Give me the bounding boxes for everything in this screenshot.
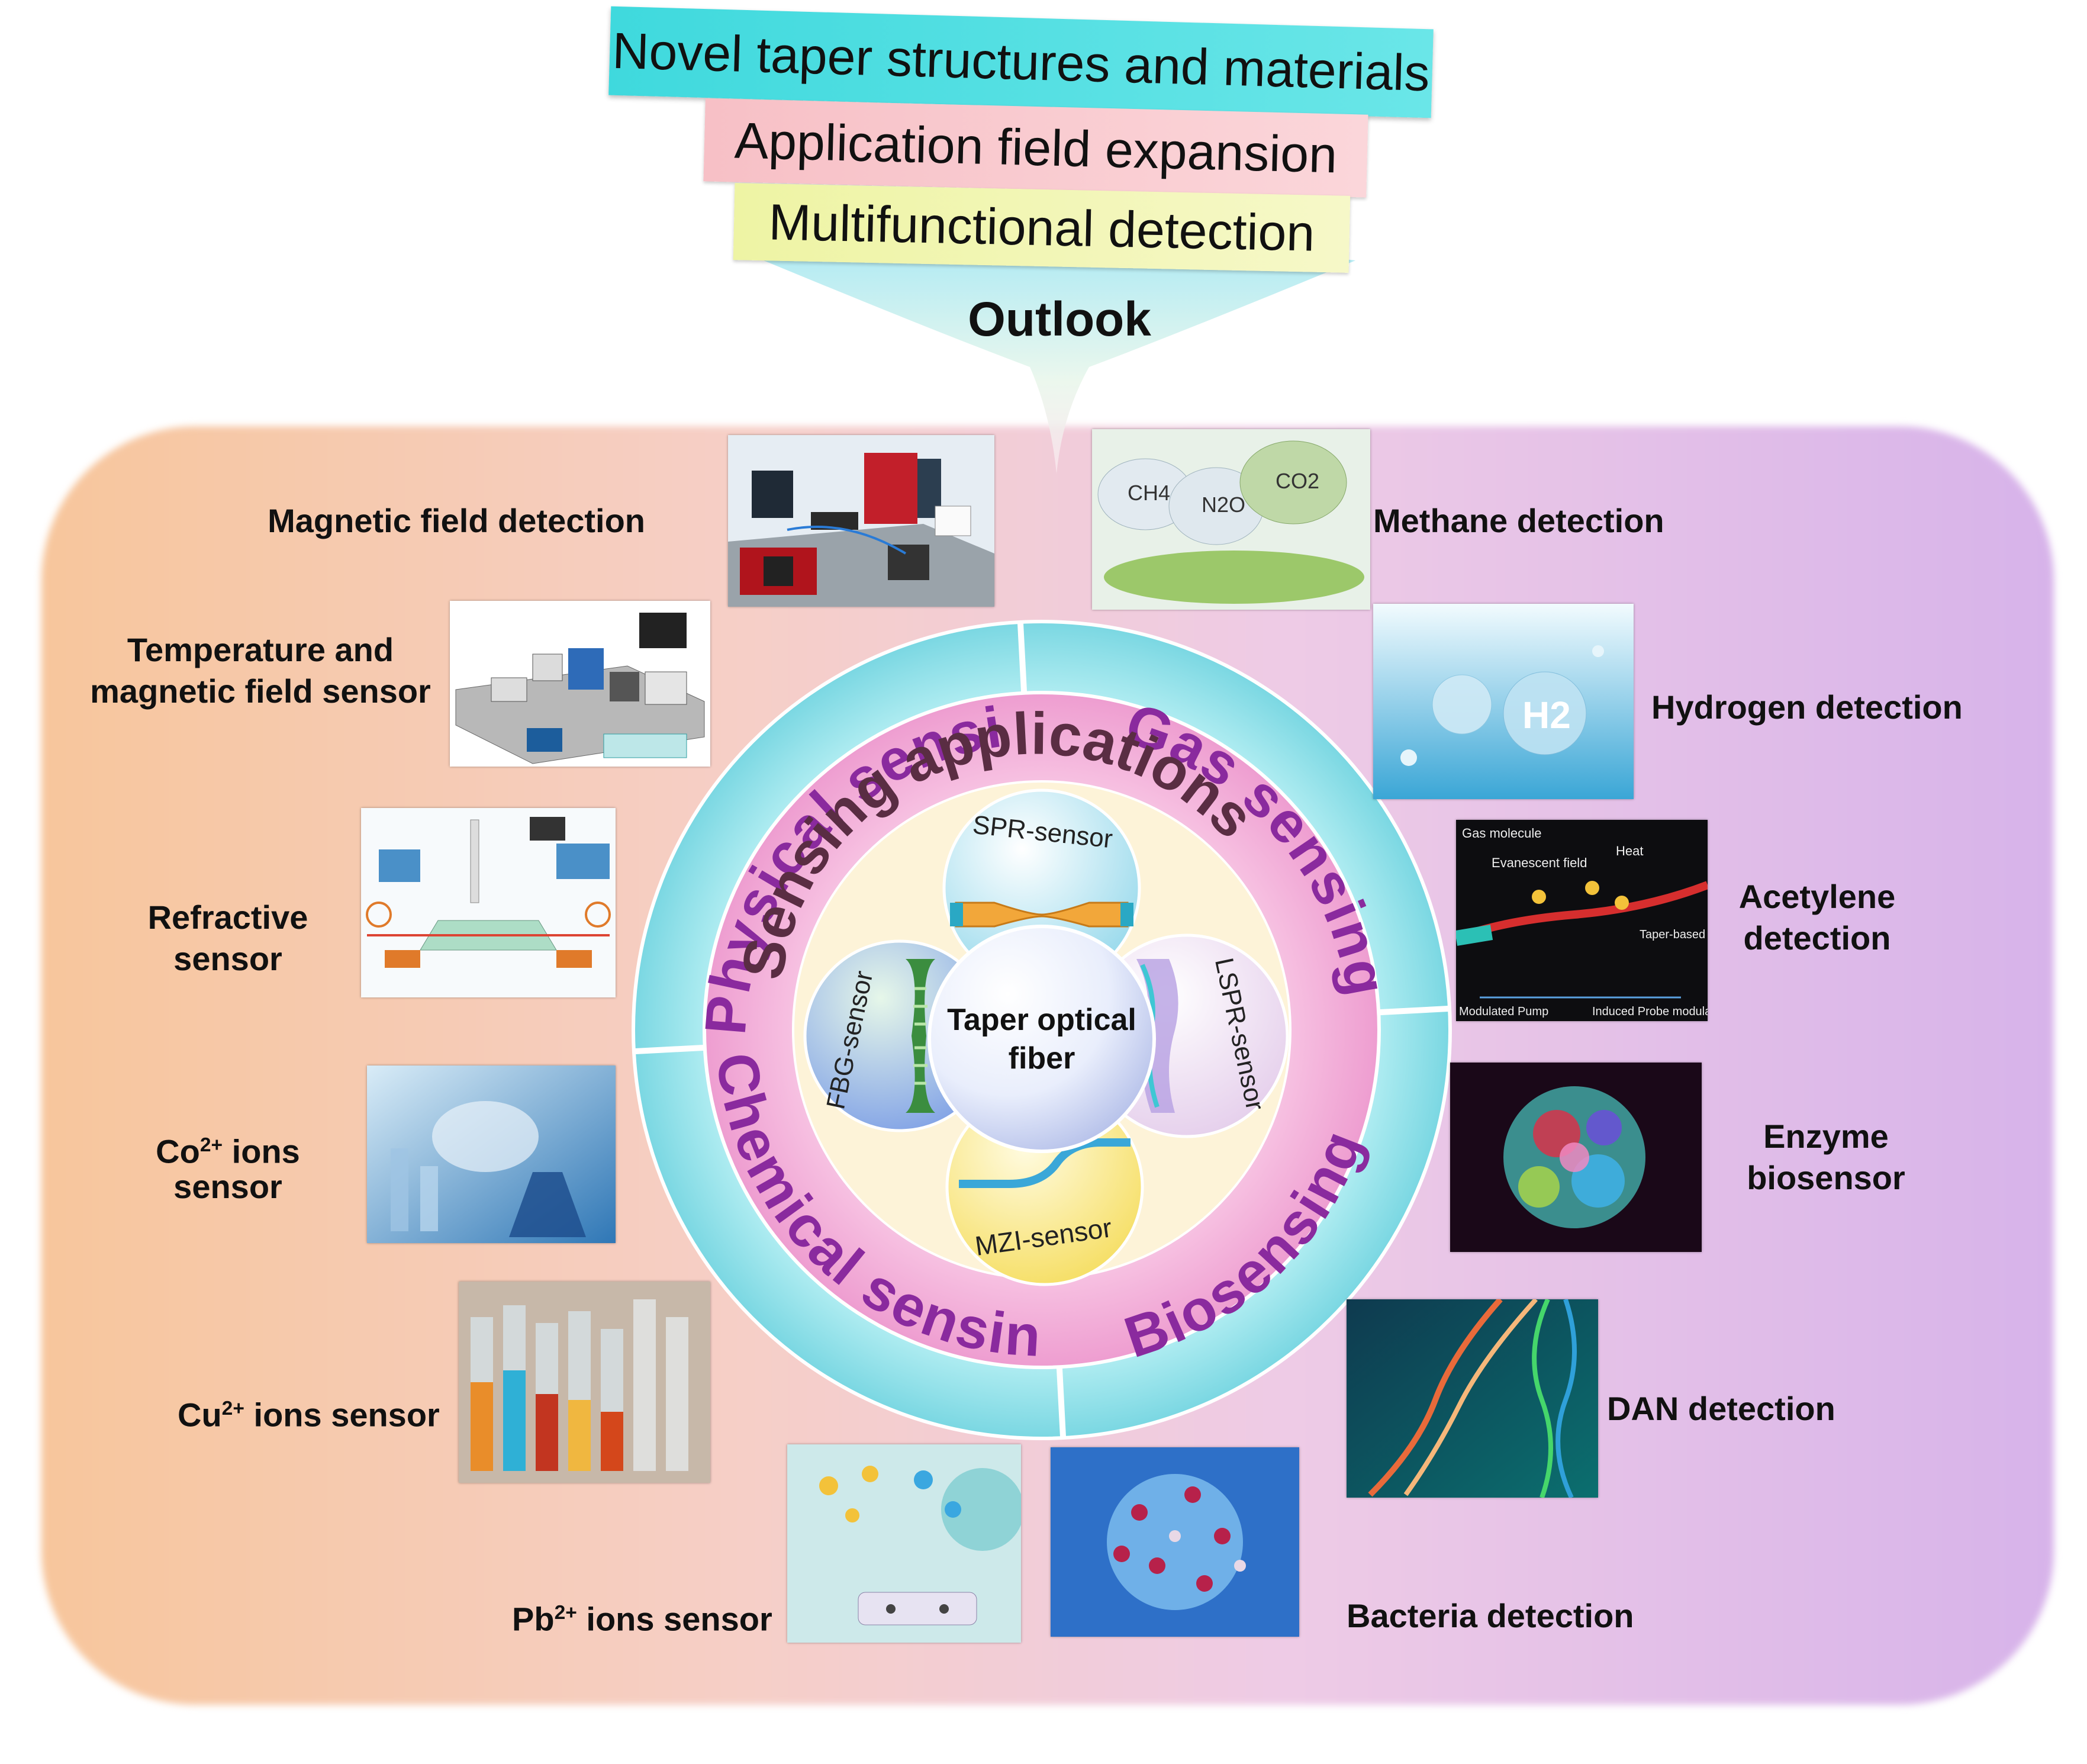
co-superscript: 2+ — [199, 1134, 223, 1156]
banner-application-field-text: Application field expansion — [733, 112, 1338, 184]
label-temperature-line1: Temperature and — [127, 631, 394, 668]
pb-prefix: Pb — [512, 1600, 555, 1638]
label-dan-detection: DAN detection — [1607, 1390, 1835, 1427]
co-ions-image — [367, 1066, 616, 1243]
methane-ch4-text: CH4 — [1128, 481, 1170, 505]
label-hydrogen-detection: Hydrogen detection — [1651, 688, 1963, 726]
acetylene-drawing: Gas molecule Evanescent field Heat Taper… — [1456, 820, 1708, 1021]
label-refractive-line1: Refractive — [147, 899, 308, 936]
banner-multifunctional: Multifunctional detection — [733, 183, 1351, 273]
pb-ions-image — [787, 1444, 1021, 1643]
label-refractive-line2: sensor — [173, 940, 282, 977]
label-methane-detection: Methane detection — [1373, 502, 1664, 539]
label-temperature-line2: magnetic field sensor — [90, 672, 431, 710]
cu-prefix: Cu — [178, 1396, 222, 1434]
outlook-title: Outlook — [968, 292, 1151, 346]
methane-n2o-text: N2O — [1202, 492, 1245, 517]
cu-ions-image — [459, 1282, 710, 1483]
cu-suffix: ions sensor — [244, 1396, 440, 1434]
methane-co2-text: CO2 — [1276, 469, 1319, 493]
co-ions-drawing — [367, 1066, 616, 1243]
hydrogen-drawing: H2 — [1373, 604, 1634, 799]
bacteria-image — [1051, 1447, 1299, 1637]
refractive-setup-drawing — [361, 808, 616, 997]
acetylene-evanescent-text: Evanescent field — [1492, 855, 1587, 870]
label-enzyme-line1: Enzyme — [1763, 1118, 1889, 1155]
acetylene-pump-text: Modulated Pump — [1459, 1005, 1548, 1018]
cu-ions-drawing — [459, 1282, 710, 1483]
pb-ions-drawing — [787, 1444, 1021, 1643]
magnetic-setup-drawing — [728, 435, 994, 607]
label-bacteria-detection: Bacteria detection — [1347, 1597, 1634, 1634]
label-enzyme-line2: biosensor — [1747, 1159, 1905, 1196]
dna-image — [1347, 1299, 1598, 1498]
label-acetylene-line2: detection — [1743, 919, 1891, 957]
sensing-wheel: Physical sensing Gas sensing Chemical se… — [616, 604, 1468, 1456]
taper-optical-fiber-core: Taper optical fiber — [927, 925, 1156, 1153]
outlook-funnel — [764, 243, 1355, 474]
banner-multifunctional-text: Multifunctional detection — [768, 193, 1316, 262]
core-label-line2: fiber — [1009, 1041, 1075, 1076]
label-pb-ions-sensor: Pb2+ ions sensor — [512, 1592, 772, 1640]
refractive-setup-image — [361, 808, 616, 997]
label-co-line2: sensor — [173, 1168, 282, 1205]
label-magnetic-field-detection: Magnetic field detection — [268, 502, 645, 539]
acetylene-taper-mzi-text: Taper-based MZI — [1640, 928, 1708, 941]
core-label-line1: Taper optical — [947, 1003, 1136, 1037]
acetylene-image: Gas molecule Evanescent field Heat Taper… — [1456, 820, 1708, 1021]
dna-drawing — [1347, 1299, 1598, 1498]
pb-suffix: ions sensor — [576, 1600, 772, 1638]
label-co-line1: Co2+ ions — [118, 1125, 337, 1173]
pb-superscript: 2+ — [554, 1602, 577, 1624]
co-suffix: ions — [223, 1132, 300, 1170]
bacteria-drawing — [1051, 1447, 1299, 1637]
enzyme-drawing — [1450, 1063, 1702, 1252]
magnetic-setup-image — [728, 435, 994, 607]
temp-magnetic-setup-image — [450, 601, 710, 767]
methane-image: CH4 N2O CO2 — [1092, 429, 1370, 610]
cu-superscript: 2+ — [221, 1398, 244, 1419]
acetylene-heat-text: Heat — [1616, 844, 1643, 858]
acetylene-probe-text: Induced Probe modulation — [1592, 1005, 1708, 1018]
acetylene-gas-molecule-text: Gas molecule — [1462, 826, 1542, 841]
hydrogen-h2-text: H2 — [1522, 694, 1571, 736]
label-acetylene-line1: Acetylene — [1738, 878, 1896, 915]
hydrogen-image: H2 — [1373, 604, 1634, 799]
banner-application-field: Application field expansion — [703, 98, 1368, 198]
label-cu-ions-sensor: Cu2+ ions sensor — [178, 1388, 440, 1436]
enzyme-image — [1450, 1063, 1702, 1252]
co-prefix: Co — [156, 1132, 200, 1170]
banner-novel-taper-text: Novel taper structures and materials — [611, 22, 1431, 102]
methane-drawing: CH4 N2O CO2 — [1092, 429, 1370, 610]
temp-magnetic-setup-drawing — [450, 601, 710, 767]
